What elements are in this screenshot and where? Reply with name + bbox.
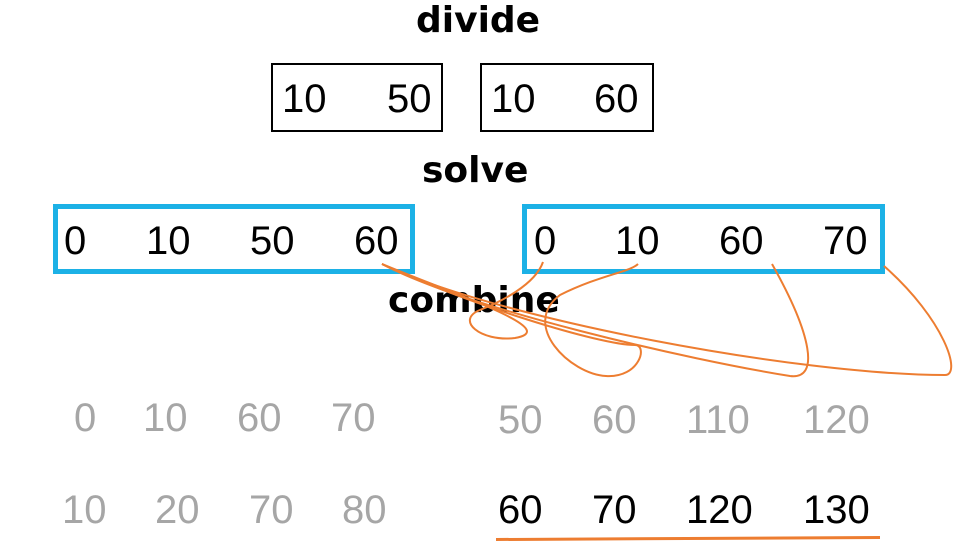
divide-box-right: 10 60: [480, 63, 654, 132]
combine-row1-left-2: 10: [143, 396, 188, 440]
combine-result-2: 70: [592, 488, 637, 532]
combine-row2-left-3: 70: [249, 488, 294, 532]
solve-left-value-3: 50: [250, 219, 295, 263]
divide-right-value-2: 60: [594, 77, 639, 121]
divide-box-left: 10 50: [271, 63, 443, 132]
solve-right-value-2: 10: [615, 219, 660, 263]
arrow-to-60: [381, 263, 810, 378]
solve-right-value-4: 70: [823, 219, 868, 263]
solve-left-value-2: 10: [146, 219, 191, 263]
combine-row2-left-1: 10: [62, 488, 107, 532]
divide-heading: divide: [416, 0, 541, 41]
combine-row1-left-4: 70: [331, 396, 376, 440]
solve-left-value-1: 0: [64, 219, 87, 263]
divide-left-value-1: 10: [282, 77, 327, 121]
combine-row1-left-3: 60: [237, 396, 282, 440]
arrow-to-70: [381, 263, 953, 377]
solve-heading: solve: [422, 150, 529, 191]
combine-row1-right-4: 120: [803, 398, 870, 442]
combine-row2-left-4: 80: [342, 488, 387, 532]
combine-row1-right-1: 50: [498, 398, 543, 442]
divide-left-value-2: 50: [387, 77, 432, 121]
solve-right-value-1: 0: [534, 219, 557, 263]
combine-row2-left-2: 20: [155, 488, 200, 532]
combine-result-1: 60: [498, 488, 543, 532]
solve-box-left: 0 10 50 60: [53, 204, 415, 274]
solve-left-value-4: 60: [354, 219, 399, 263]
solve-right-value-3: 60: [719, 219, 764, 263]
combine-row1-left-1: 0: [74, 396, 97, 440]
combine-row1-right-2: 60: [592, 398, 637, 442]
combine-row1-right-3: 110: [686, 398, 750, 442]
arrow-to-10: [381, 263, 642, 378]
combine-result-3: 120: [686, 488, 753, 532]
combine-result-4: 130: [803, 488, 870, 532]
solve-box-right: 0 10 60 70: [522, 204, 885, 274]
divide-right-value-1: 10: [491, 77, 536, 121]
